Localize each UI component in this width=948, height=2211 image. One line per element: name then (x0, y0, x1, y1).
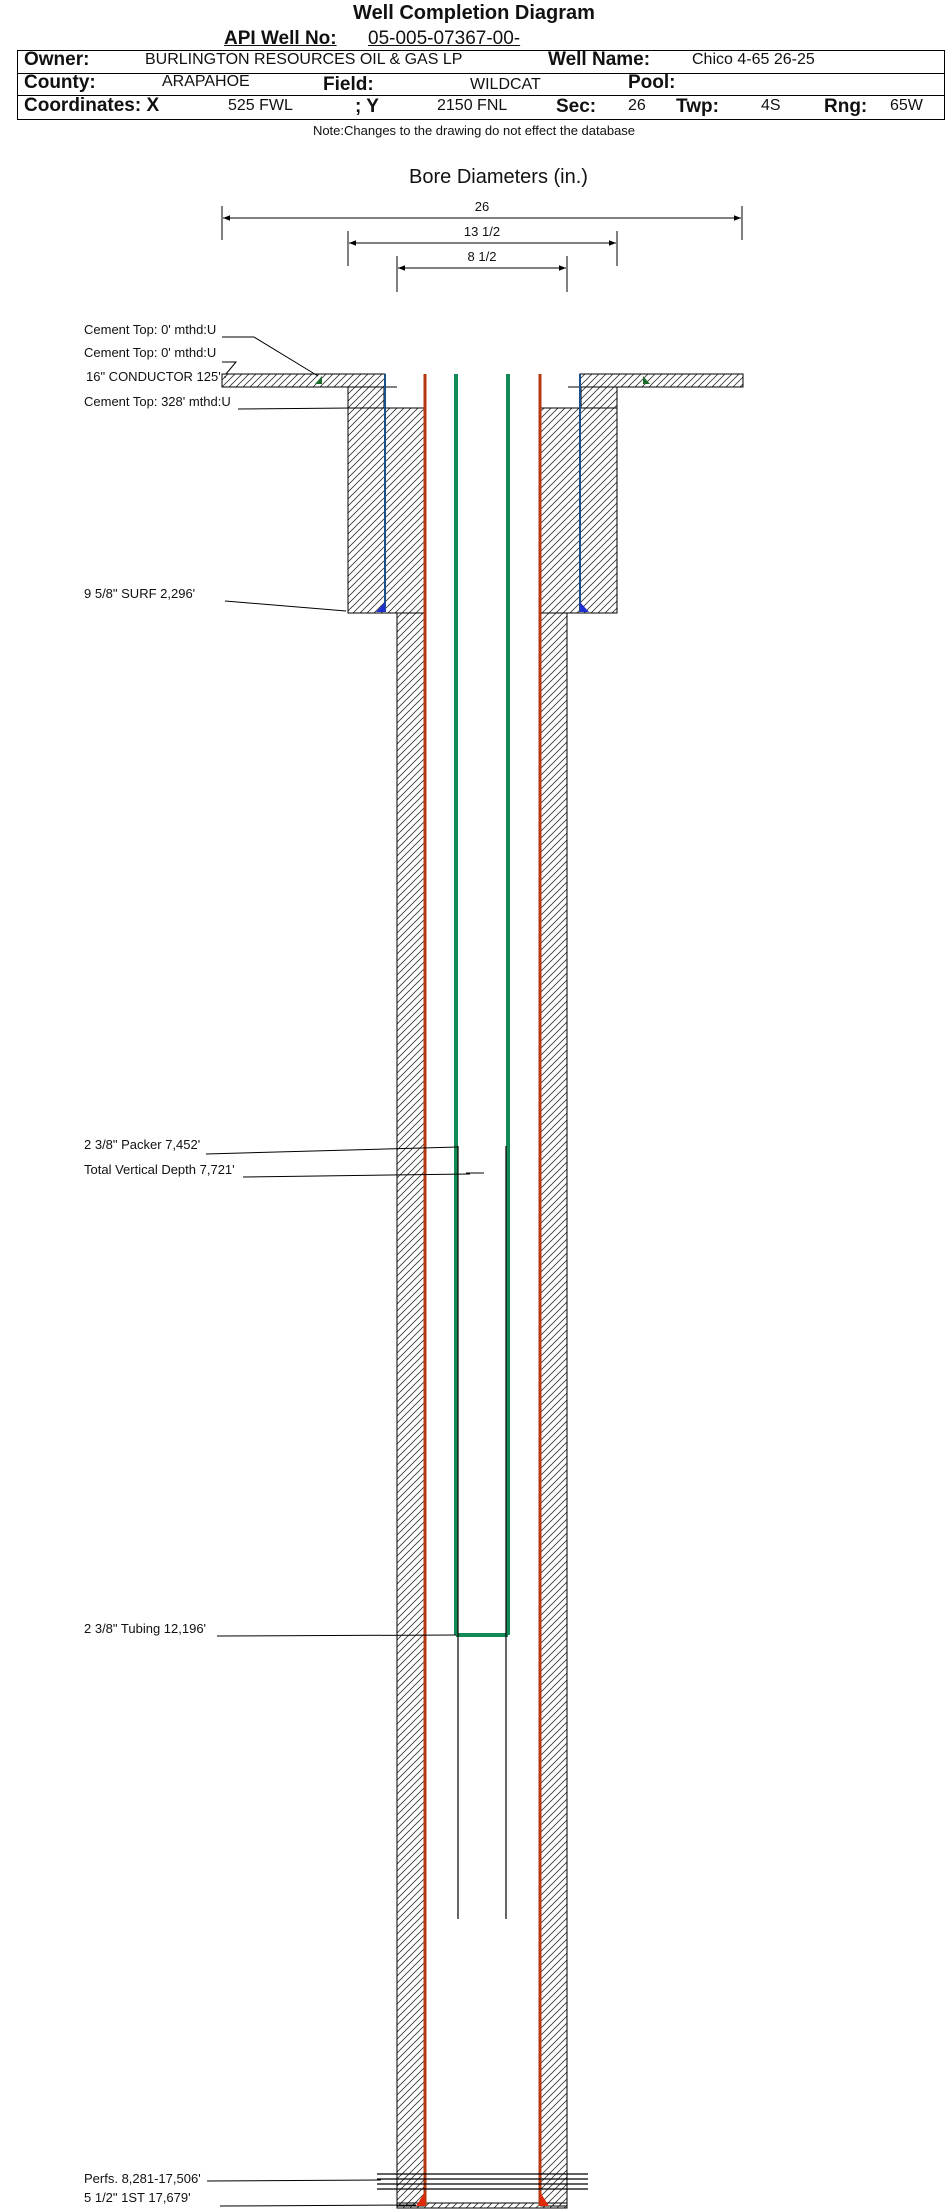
annotation-cement-top-1: Cement Top: 0' mthd:U (84, 322, 217, 337)
surface-shoe-marker-right (580, 602, 589, 612)
conductor-casing (384, 374, 581, 388)
surface-casing (384, 374, 581, 612)
surface-cement-left-top (347, 386, 385, 409)
api-value: 05-005-07367-00- (368, 28, 521, 49)
sec-value: 26 (628, 97, 646, 114)
tubing (454, 374, 510, 1637)
leader-perfs (206, 2179, 382, 2182)
sec-label: Sec: (556, 96, 597, 117)
annotation-perfs: Perfs. 8,281-17,506' (84, 2171, 201, 2186)
leader-cement-top-2 (222, 361, 238, 375)
surface-shoe-marker-left (376, 602, 385, 612)
production-shoe-marker-right (540, 2192, 549, 2206)
well-name-label: Well Name: (548, 49, 651, 70)
table-divider (18, 73, 944, 74)
production-cement-left (396, 612, 425, 2207)
annotation-packer: 2 3/8" Packer 7,452' (84, 1137, 201, 1152)
x-coordinate-value: 525 FWL (228, 97, 293, 114)
production-cement-right (540, 612, 568, 2207)
leader-cement-top-1 (222, 336, 319, 377)
leader-surf-casing (224, 600, 347, 612)
rng-label: Rng: (824, 96, 868, 117)
annotation-tvd: Total Vertical Depth 7,721' (84, 1162, 235, 1177)
leader-cement-top-3 (237, 407, 353, 410)
bore-diameters-title: Bore Diameters (in.) (409, 166, 588, 188)
county-label: County: (24, 72, 96, 93)
conductor-cement-marker-left (315, 376, 322, 384)
conductor-cement-marker-right (643, 376, 650, 384)
leader-tubing (216, 1634, 457, 1637)
annotation-production-casing: 5 1/2" 1ST 17,679' (84, 2190, 191, 2205)
annotation-cement-top-3: Cement Top: 328' mthd:U (84, 394, 231, 409)
leader-packer (205, 1146, 459, 1155)
production-shoe-marker-left (416, 2192, 425, 2206)
annotation-cement-top-2: Cement Top: 0' mthd:U (84, 345, 217, 360)
annotation-surf-casing: 9 5/8" SURF 2,296' (84, 586, 196, 601)
annotation-conductor: 16" CONDUCTOR 125' (86, 369, 221, 384)
owner-value: BURLINGTON RESOURCES OIL & GAS LP (145, 51, 463, 68)
bore-diameter-label-8-half: 8 1/2 (467, 249, 497, 264)
annotation-tubing: 2 3/8" Tubing 12,196' (84, 1621, 207, 1636)
conductor-cement-left (221, 373, 386, 388)
production-cement (396, 612, 568, 2209)
packer (457, 1146, 507, 1919)
api-label: API Well No: (224, 28, 337, 49)
owner-label: Owner: (24, 49, 90, 70)
y-coordinate-value: 2150 FNL (437, 97, 508, 114)
conductor-cement (221, 373, 744, 388)
conductor-cement-right (579, 373, 744, 388)
field-value: WILDCAT (470, 76, 541, 93)
twp-label: Twp: (676, 96, 719, 117)
bore-diameter-label-13-half: 13 1/2 (463, 224, 501, 239)
coordinates-label: Coordinates: X (24, 95, 160, 116)
field-label: Field: (323, 74, 374, 95)
bore-diameter-label-26: 26 (474, 199, 490, 214)
surface-cement-right-top (580, 386, 618, 409)
twp-value: 4S (761, 97, 781, 114)
pool-label: Pool: (628, 72, 676, 93)
rng-value: 65W (890, 97, 923, 114)
production-casing (423, 374, 542, 2206)
perforations (377, 2173, 588, 2190)
leader-lines (205, 336, 471, 2207)
y-coordinate-label: ; Y (355, 96, 379, 117)
leader-tvd (242, 1173, 471, 1178)
dimension-lines (221, 206, 743, 292)
database-note: Note:Changes to the drawing do not effec… (312, 123, 636, 138)
surface-cement (347, 386, 618, 614)
diagram-title: Well Completion Diagram (353, 2, 595, 24)
table-divider (18, 95, 944, 96)
well-info-table (17, 50, 945, 120)
leader-production-casing (219, 2204, 417, 2207)
county-value: ARAPAHOE (162, 73, 250, 90)
well-name-value: Chico 4-65 26-25 (692, 51, 815, 68)
